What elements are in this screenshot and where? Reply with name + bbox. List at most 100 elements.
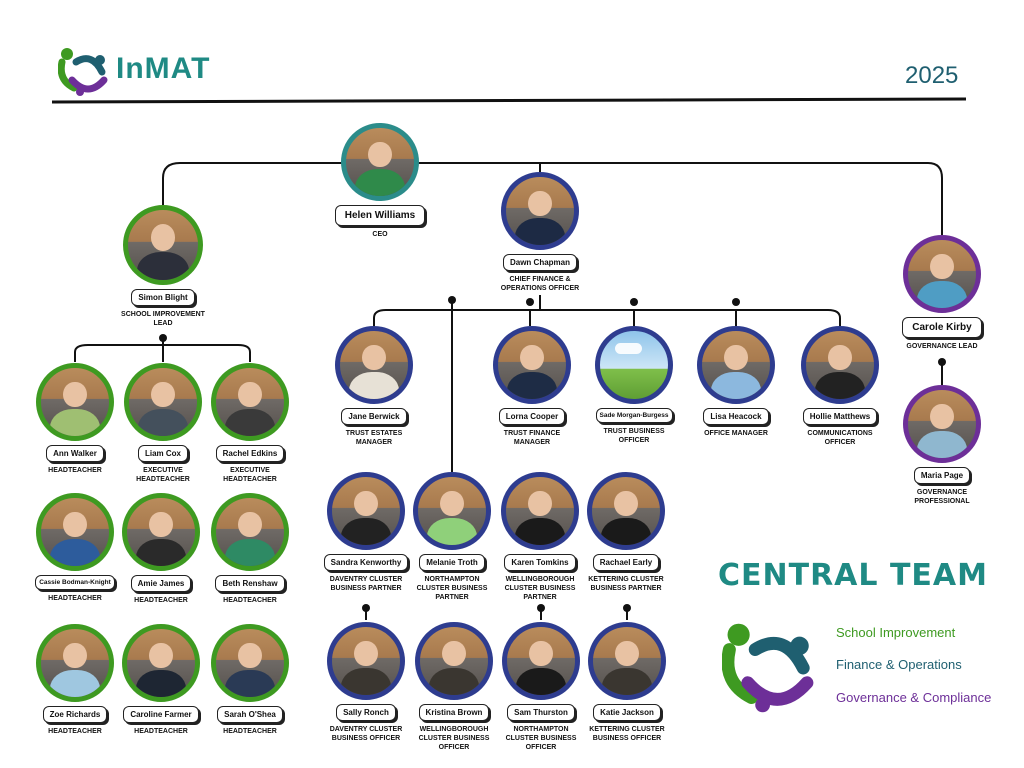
legend-governance-compliance: Governance & Compliance [836, 690, 992, 705]
avatar [36, 493, 114, 571]
person-role: COMMUNICATIONS OFFICER [807, 430, 873, 446]
person-role: SCHOOL IMPROVEMENT LEAD [121, 311, 205, 327]
connector-dot [526, 298, 534, 306]
person-rachel-edkins: Rachel Edkins EXECUTIVE HEADTEACHER [190, 363, 310, 484]
person-helen-williams: Helen Williams CEO [320, 123, 440, 239]
person-name: Helen Williams [334, 205, 426, 226]
person-role: HEADTEACHER [134, 728, 188, 735]
avatar-placeholder [595, 326, 673, 404]
person-name: Sarah O'Shea [217, 706, 283, 723]
person-role: CEO [372, 231, 388, 238]
person-role: GOVERNANCE LEAD [906, 343, 978, 350]
person-role: KETTERING CLUSTER BUSINESS PARTNER [588, 576, 664, 592]
person-role: OFFICE MANAGER [704, 430, 768, 437]
person-name: Melanie Troth [419, 554, 485, 571]
person-name: Cassie Bodman-Knight [35, 575, 115, 590]
avatar [327, 472, 405, 550]
person-role: CHIEF FINANCE & OPERATIONS OFFICER [500, 276, 580, 292]
person-simon-blight: Simon Blight SCHOOL IMPROVEMENT LEAD [103, 205, 223, 328]
avatar [122, 624, 200, 702]
avatar [335, 326, 413, 404]
person-role: NORTHAMPTON CLUSTER BUSINESS PARTNER [416, 576, 488, 601]
person-role: HEADTEACHER [48, 467, 102, 474]
person-name: Dawn Chapman [502, 254, 577, 271]
person-name: Amie James [130, 575, 192, 592]
person-role: TRUST ESTATES MANAGER [345, 430, 403, 446]
person-name: Sandra Kenworthy [323, 554, 409, 571]
person-zoe-richards: Zoe Richards HEADTEACHER [15, 624, 135, 736]
person-role: GOVERNANCE PROFESSIONAL [914, 489, 970, 505]
person-kristina-brown: Kristina Brown WELLINGBOROUGH CLUSTER BU… [394, 622, 514, 752]
person-name: Carole Kirby [902, 317, 982, 338]
person-melanie-troth: Melanie Troth NORTHAMPTON CLUSTER BUSINE… [392, 472, 512, 602]
person-name: Caroline Farmer [123, 706, 199, 723]
person-name: Katie Jackson [593, 704, 661, 721]
person-role: HEADTEACHER [134, 597, 188, 604]
person-name: Lisa Heacock [703, 408, 769, 425]
person-name: Zoe Richards [42, 706, 108, 723]
avatar [211, 624, 289, 702]
person-role: WELLINGBOROUGH CLUSTER BUSINESS OFFICER [418, 726, 490, 751]
avatar [697, 326, 775, 404]
avatar [122, 493, 200, 571]
avatar [36, 363, 114, 441]
connector-ceo-simon [162, 162, 380, 205]
person-role: DAVENTRY CLUSTER BUSINESS PARTNER [329, 576, 403, 592]
person-role: DAVENTRY CLUSTER BUSINESS OFFICER [329, 726, 403, 742]
avatar [493, 326, 571, 404]
connector-ceo-carole [380, 162, 943, 235]
person-liam-cox: Liam Cox EXECUTIVE HEADTEACHER [103, 363, 223, 484]
person-sandra-kenworthy: Sandra Kenworthy DAVENTRY CLUSTER BUSINE… [306, 472, 426, 593]
avatar [588, 622, 666, 700]
connector-dot [630, 298, 638, 306]
avatar [211, 493, 289, 571]
person-maria-page: Maria Page GOVERNANCE PROFESSIONAL [882, 385, 1002, 506]
connector-dot [159, 334, 167, 342]
person-rachael-early: Rachael Early KETTERING CLUSTER BUSINESS… [566, 472, 686, 593]
person-sam-thurston: Sam Thurston NORTHAMPTON CLUSTER BUSINES… [481, 622, 601, 752]
avatar [341, 123, 419, 201]
person-name: Beth Renshaw [215, 575, 285, 592]
person-ann-walker: Ann Walker HEADTEACHER [15, 363, 135, 475]
avatar [903, 235, 981, 313]
person-caroline-farmer: Caroline Farmer HEADTEACHER [101, 624, 221, 736]
person-sarah-oshea: Sarah O'Shea HEADTEACHER [190, 624, 310, 736]
inmat-logo-icon [57, 48, 108, 96]
person-role: NORTHAMPTON CLUSTER BUSINESS OFFICER [505, 726, 577, 751]
person-name: Sally Ronch [336, 704, 396, 721]
person-lisa-heacock: Lisa Heacock OFFICE MANAGER [676, 326, 796, 438]
person-beth-renshaw: Beth Renshaw HEADTEACHER [190, 493, 310, 605]
person-carole-kirby: Carole Kirby GOVERNANCE LEAD [882, 235, 1002, 351]
central-team-logo [721, 620, 818, 721]
avatar [124, 363, 202, 441]
person-lorna-cooper: Lorna Cooper TRUST FINANCE MANAGER [472, 326, 592, 447]
person-name: Ann Walker [46, 445, 104, 462]
avatar [801, 326, 879, 404]
person-hollie-matthews: Hollie Matthews COMMUNICATIONS OFFICER [780, 326, 900, 447]
connector-dawn-team [373, 295, 841, 326]
person-name: Sade Morgan-Burgess [595, 408, 673, 423]
person-sally-ronch: Sally Ronch DAVENTRY CLUSTER BUSINESS OF… [306, 622, 426, 743]
avatar [587, 472, 665, 550]
person-karen-tomkins: Karen Tomkins WELLINGBOROUGH CLUSTER BUS… [480, 472, 600, 602]
person-amie-james: Amie James HEADTEACHER [101, 493, 221, 605]
person-role: EXECUTIVE HEADTEACHER [223, 467, 277, 483]
inmat-logo-icon [721, 623, 814, 713]
avatar [123, 205, 203, 285]
person-name: Karen Tomkins [504, 554, 576, 571]
year-label: 2025 [905, 62, 959, 89]
header-divider [51, 97, 967, 104]
person-name: Maria Page [913, 467, 971, 484]
central-team-title: CENTRAL TEAM [718, 558, 988, 593]
person-role: HEADTEACHER [48, 595, 102, 602]
legend-school-improvement: School Improvement [836, 625, 956, 640]
avatar [903, 385, 981, 463]
person-name: Rachael Early [592, 554, 660, 571]
person-name: Lorna Cooper [498, 408, 566, 425]
avatar [36, 624, 114, 702]
avatar [211, 363, 289, 441]
connector-dot [623, 604, 631, 612]
avatar [413, 472, 491, 550]
person-name: Simon Blight [131, 289, 195, 306]
